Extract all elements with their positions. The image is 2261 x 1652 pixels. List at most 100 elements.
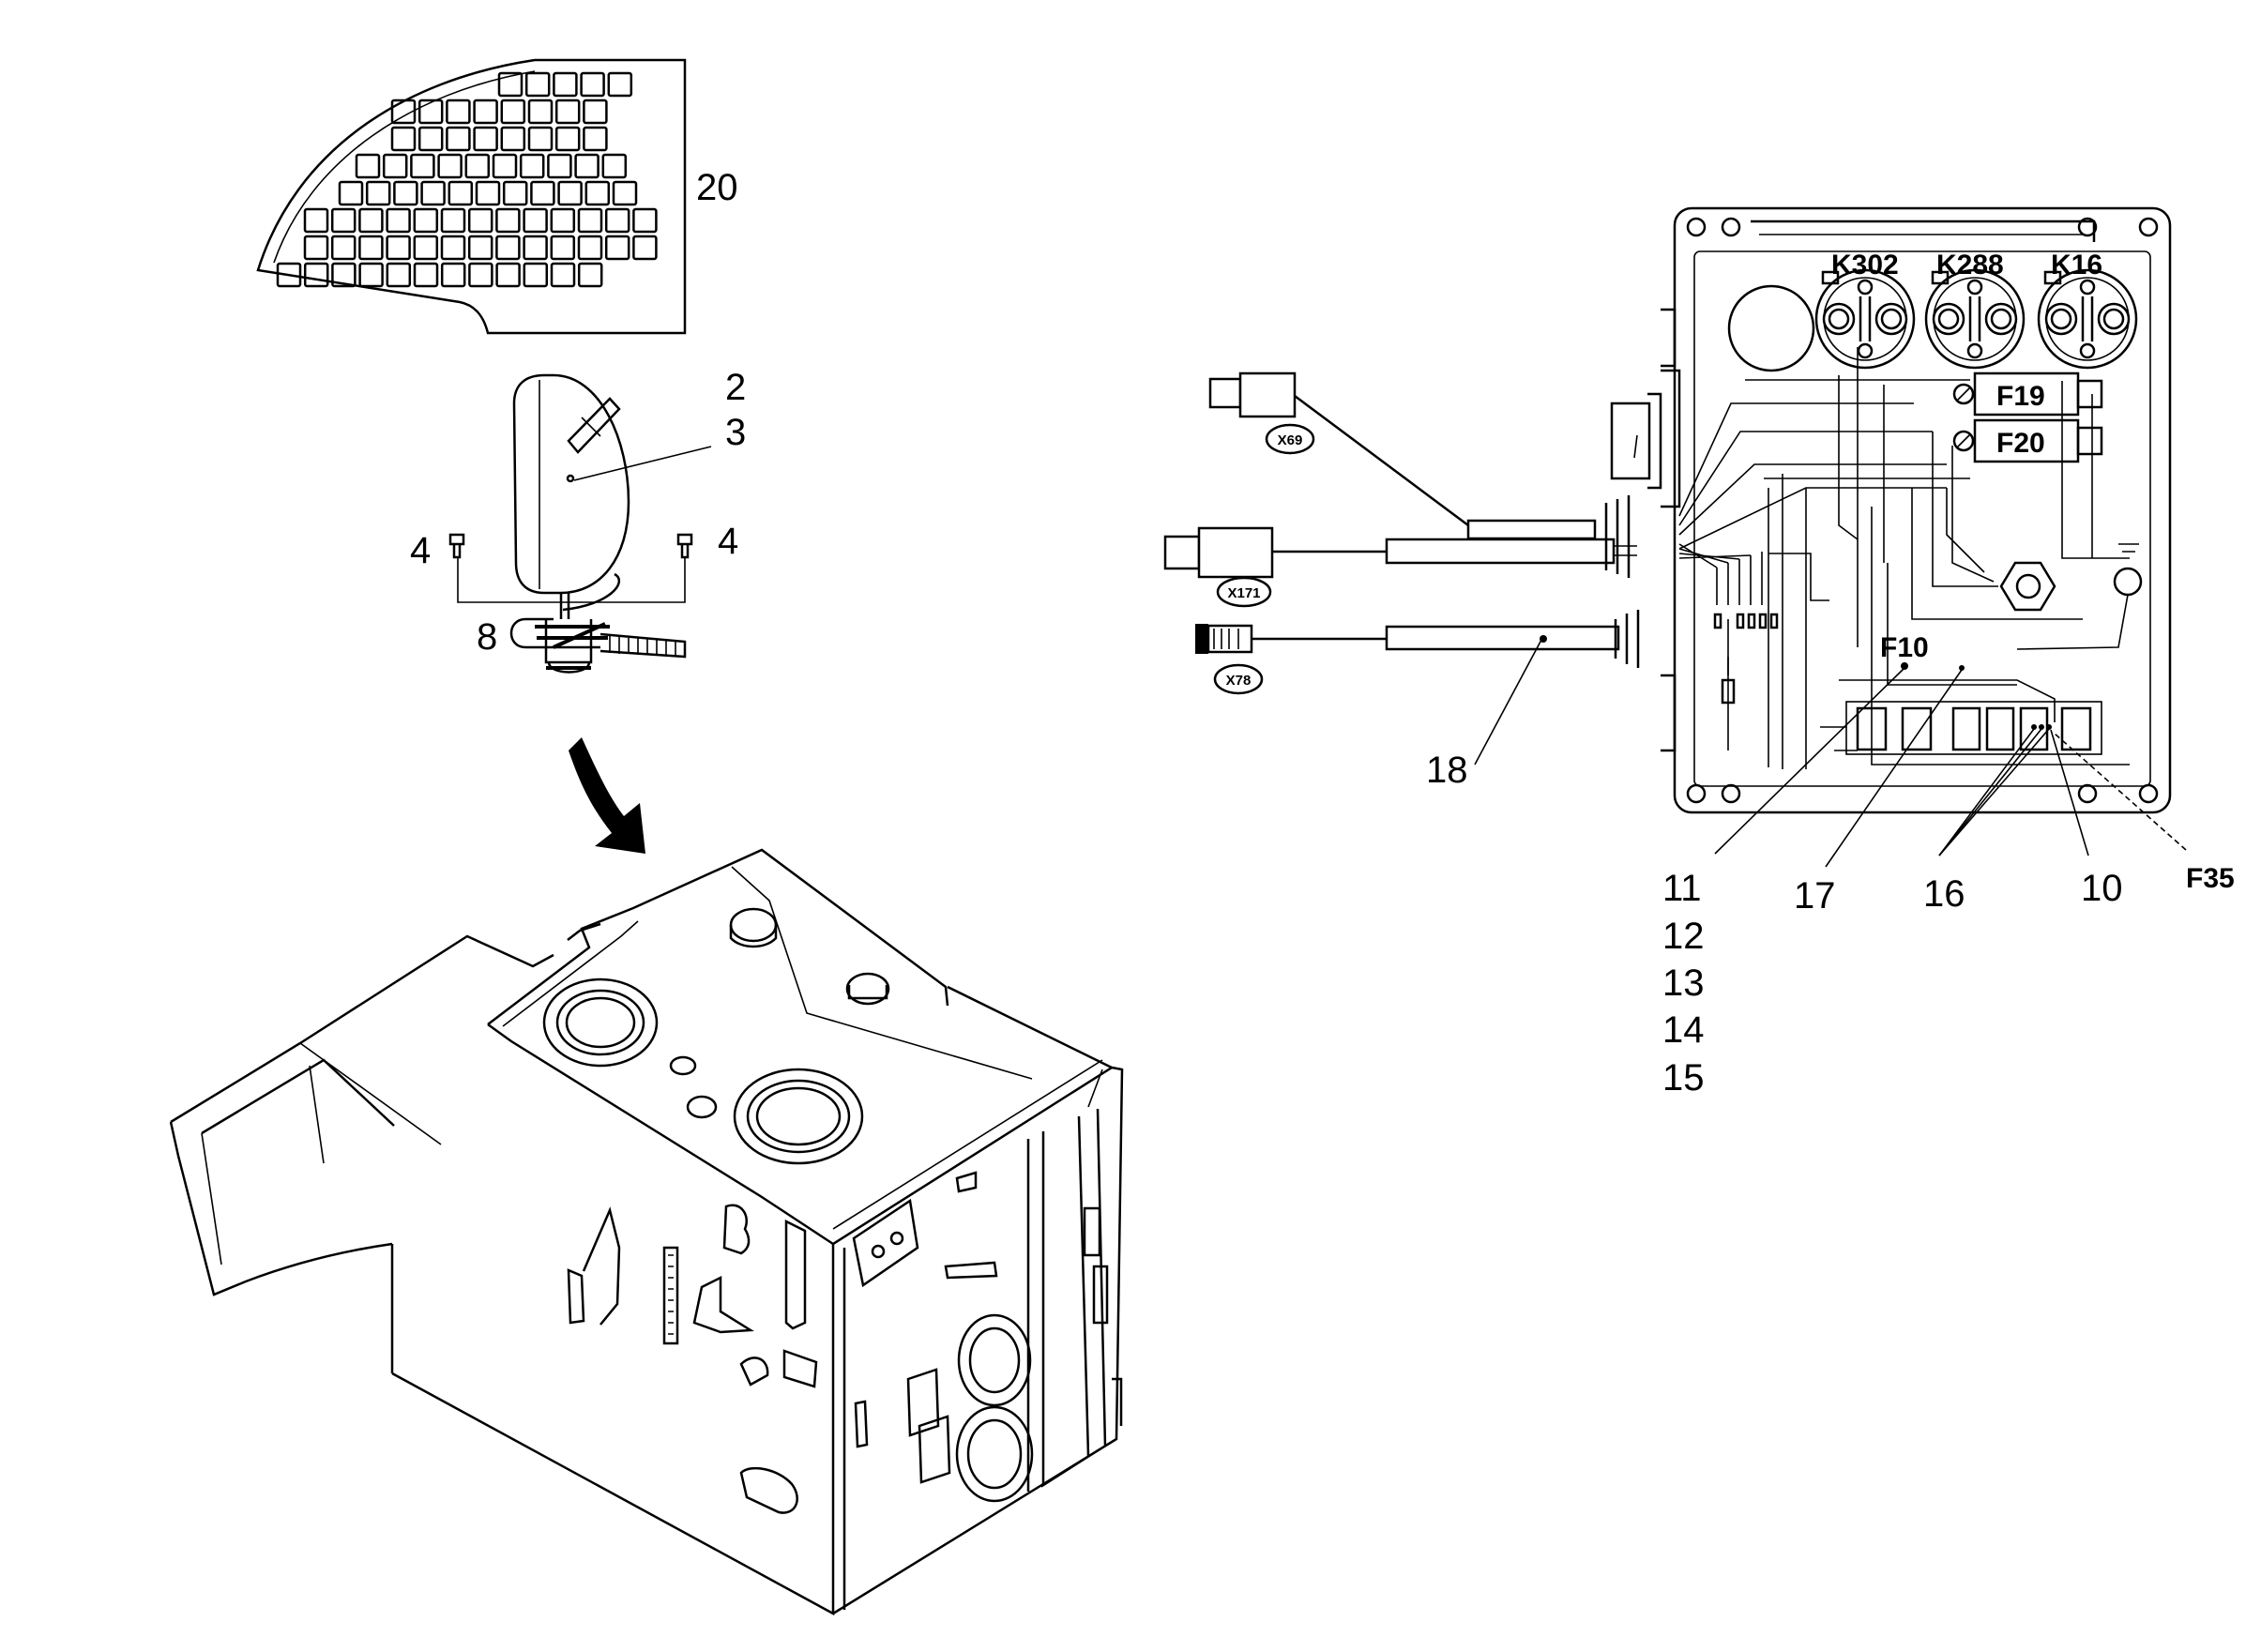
screw-right — [676, 533, 693, 559]
grille-cell — [550, 207, 576, 234]
callout-18: 18 — [1426, 750, 1468, 791]
leader-18 — [1474, 639, 1542, 765]
grille-cell — [390, 126, 417, 152]
label-k288: K288 — [1936, 250, 2004, 280]
connector-x78 — [1195, 624, 1253, 654]
callout-12: 12 — [1662, 916, 1705, 957]
relay-tab — [1821, 270, 1840, 285]
grille-cell — [557, 180, 583, 206]
tag-x171: X171 — [1216, 576, 1272, 608]
grille-cell — [604, 235, 630, 261]
grille-cell — [413, 235, 439, 261]
grille-cell — [550, 262, 576, 288]
grille-cell — [584, 180, 611, 206]
grille-cell — [547, 153, 572, 179]
callout-4-right: 4 — [718, 521, 738, 562]
grille-cell — [554, 99, 581, 125]
grille-cell — [355, 153, 381, 179]
tag-x69: X69 — [1265, 423, 1315, 455]
relay-base — [2037, 268, 2138, 370]
callout-20: 20 — [696, 167, 738, 208]
callout-16: 16 — [1923, 873, 1965, 915]
grille-cell — [527, 126, 554, 152]
grille-cell — [612, 180, 638, 206]
grille-cell — [523, 262, 549, 288]
relay-base-rim — [1823, 277, 1907, 361]
relay-screw — [2079, 342, 2096, 359]
grille-cell — [523, 235, 548, 261]
grille-cell — [365, 180, 391, 206]
electrical-box — [1610, 206, 2172, 814]
grille-cell — [440, 235, 466, 261]
grille-cell — [495, 235, 521, 261]
grille-cell — [446, 126, 471, 152]
grille-cell — [523, 207, 548, 234]
grille-cell — [390, 99, 417, 125]
relay-screw — [1966, 342, 1983, 359]
grille-cell — [492, 153, 518, 179]
relay-terminal — [2097, 302, 2131, 336]
label-x78: X78 — [1226, 673, 1252, 689]
relay-base-rim — [2045, 277, 2130, 361]
relay-bar — [1859, 296, 1872, 341]
relay-terminal-inner — [2050, 308, 2072, 330]
grille-cell — [417, 126, 444, 152]
relay-terminal — [2044, 302, 2078, 336]
relay-bar — [1968, 296, 1981, 341]
callout-3: 3 — [725, 412, 746, 453]
grille-cell — [358, 207, 384, 234]
callout-15: 15 — [1662, 1057, 1705, 1099]
grille-cell — [393, 180, 418, 206]
callout-17: 17 — [1794, 875, 1836, 917]
grille-cell — [500, 99, 526, 125]
grille-cell — [475, 180, 501, 206]
label-k16: K16 — [2051, 250, 2102, 280]
grille-cell — [601, 153, 628, 179]
relay-tab — [1931, 270, 1950, 285]
grille-cell — [464, 153, 491, 179]
grille-cell — [358, 262, 384, 288]
grille-cell — [413, 262, 439, 288]
grille-cell — [607, 71, 633, 98]
grille-cell — [331, 262, 357, 288]
grille-cell — [554, 126, 581, 152]
callout-f35: F35 — [2186, 863, 2235, 894]
grille-cell — [468, 262, 493, 288]
grille-cell — [527, 99, 554, 125]
relay-terminal-inner — [1828, 308, 1850, 330]
label-k302: K302 — [1831, 250, 1899, 280]
grille-cell — [500, 126, 526, 152]
grille-cell — [550, 235, 576, 261]
relay-terminal-inner — [1937, 308, 1960, 330]
label-f20: F20 — [1996, 428, 2045, 459]
relay-terminal-inner — [2102, 308, 2125, 330]
grille-panel — [256, 58, 687, 335]
install-arrow — [569, 737, 645, 854]
callout-11: 11 — [1662, 868, 1702, 909]
grille-cell — [413, 207, 439, 234]
grille-cell — [467, 207, 493, 234]
relay-bar — [2081, 296, 2094, 341]
grille-cell — [303, 235, 329, 261]
grille-cell — [580, 71, 605, 98]
grille-cell — [386, 262, 412, 288]
grille-cell — [358, 235, 384, 261]
tag-x78: X78 — [1213, 663, 1264, 695]
relay-bases — [1814, 268, 2138, 370]
grille-cell — [495, 207, 521, 234]
grille-cell — [330, 207, 357, 234]
grille-cell — [519, 153, 545, 179]
grille-cell — [410, 153, 435, 179]
relay-terminal-inner — [1880, 308, 1903, 330]
grille-cell — [577, 262, 603, 288]
relay-screw — [1857, 342, 1874, 359]
grille-cell — [495, 262, 521, 288]
grille-cell — [440, 207, 466, 234]
grille-cell — [604, 207, 630, 234]
grille-cell — [303, 207, 329, 234]
grille-cell — [330, 235, 357, 261]
grille-cell — [386, 207, 411, 234]
grille-cell — [303, 262, 329, 288]
callout-4-left: 4 — [410, 530, 431, 571]
